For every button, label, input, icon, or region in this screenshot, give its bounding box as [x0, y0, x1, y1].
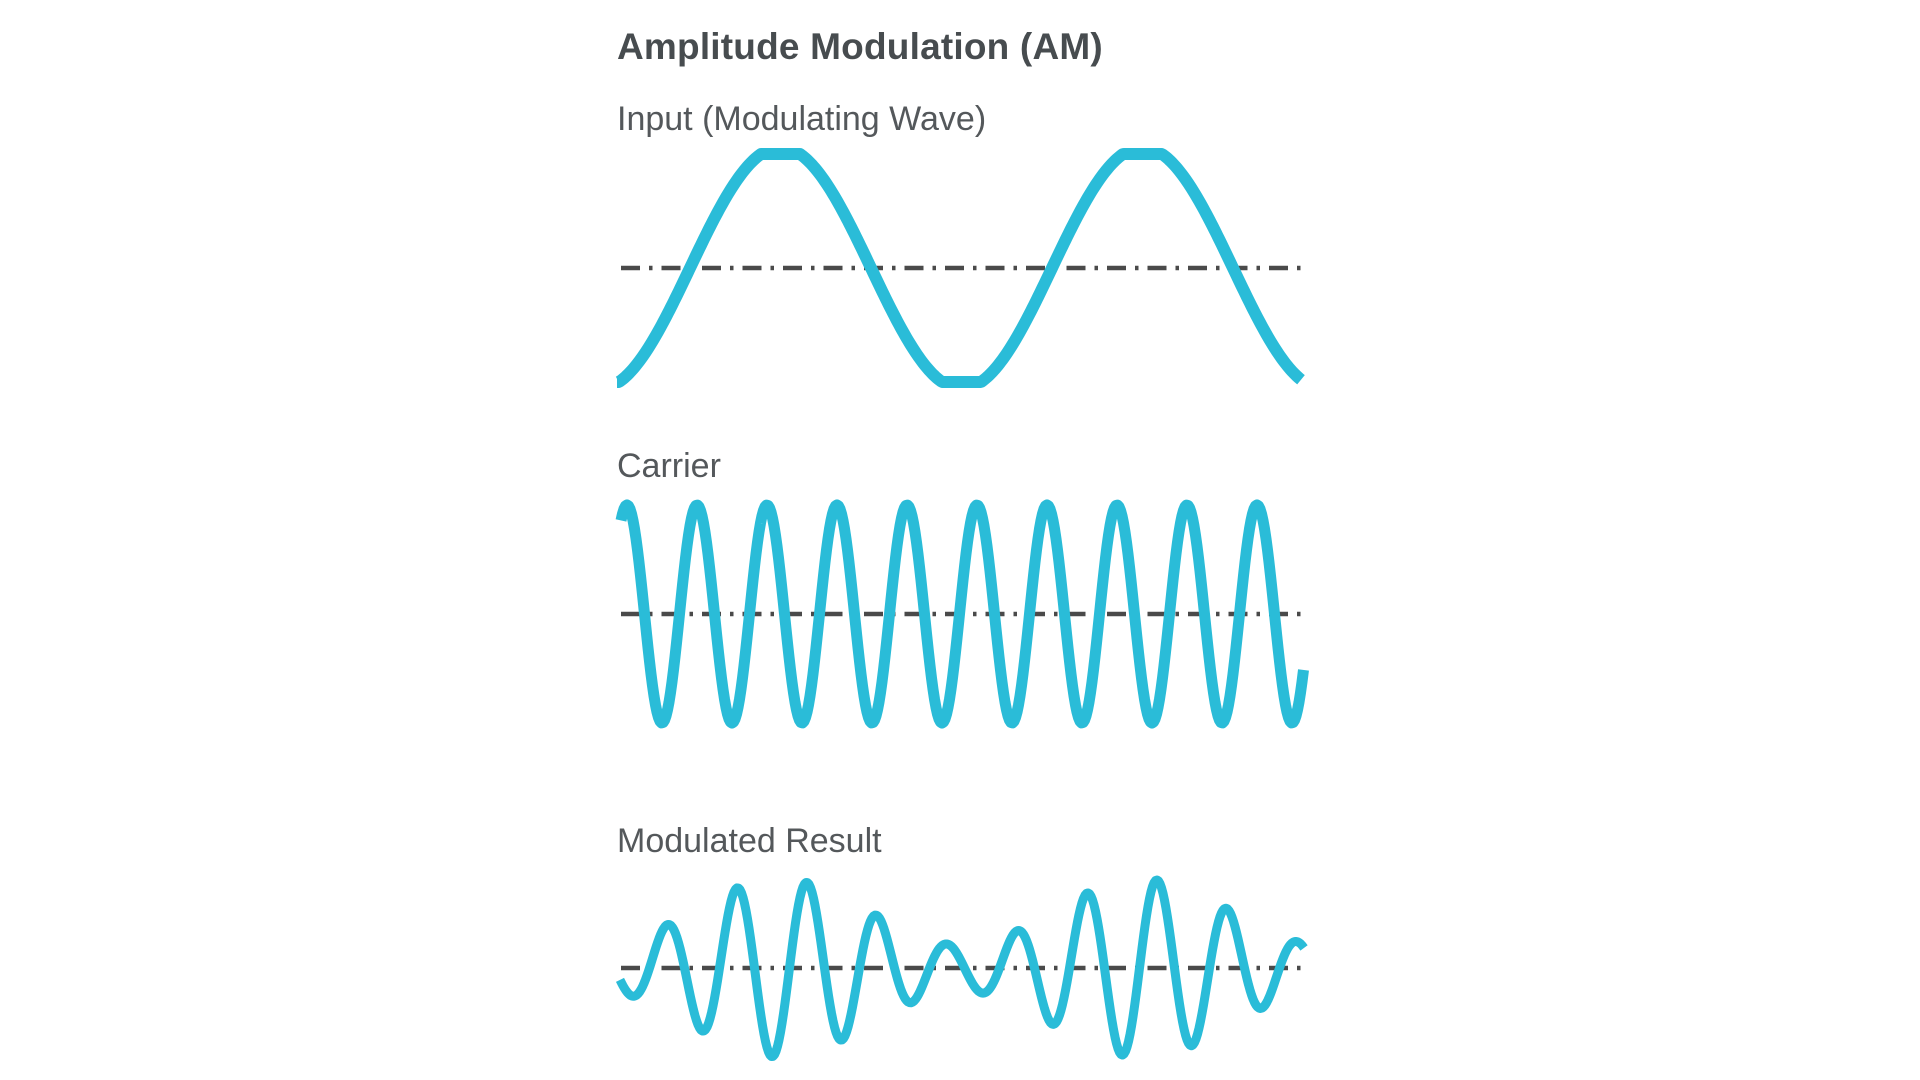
waveform-path	[612, 148, 1306, 388]
modulated-result-label: Modulated Result	[617, 822, 882, 860]
diagram-title: Amplitude Modulation (AM)	[617, 26, 1103, 67]
modulated-wave-plot	[615, 875, 1308, 1062]
carrier-wave-plot	[615, 499, 1309, 729]
input-wave-plot	[612, 148, 1306, 388]
waveform-path	[615, 875, 1308, 1062]
waveform-path	[615, 499, 1309, 729]
carrier-wave-label: Carrier	[617, 447, 721, 485]
input-wave-label: Input (Modulating Wave)	[617, 100, 987, 138]
